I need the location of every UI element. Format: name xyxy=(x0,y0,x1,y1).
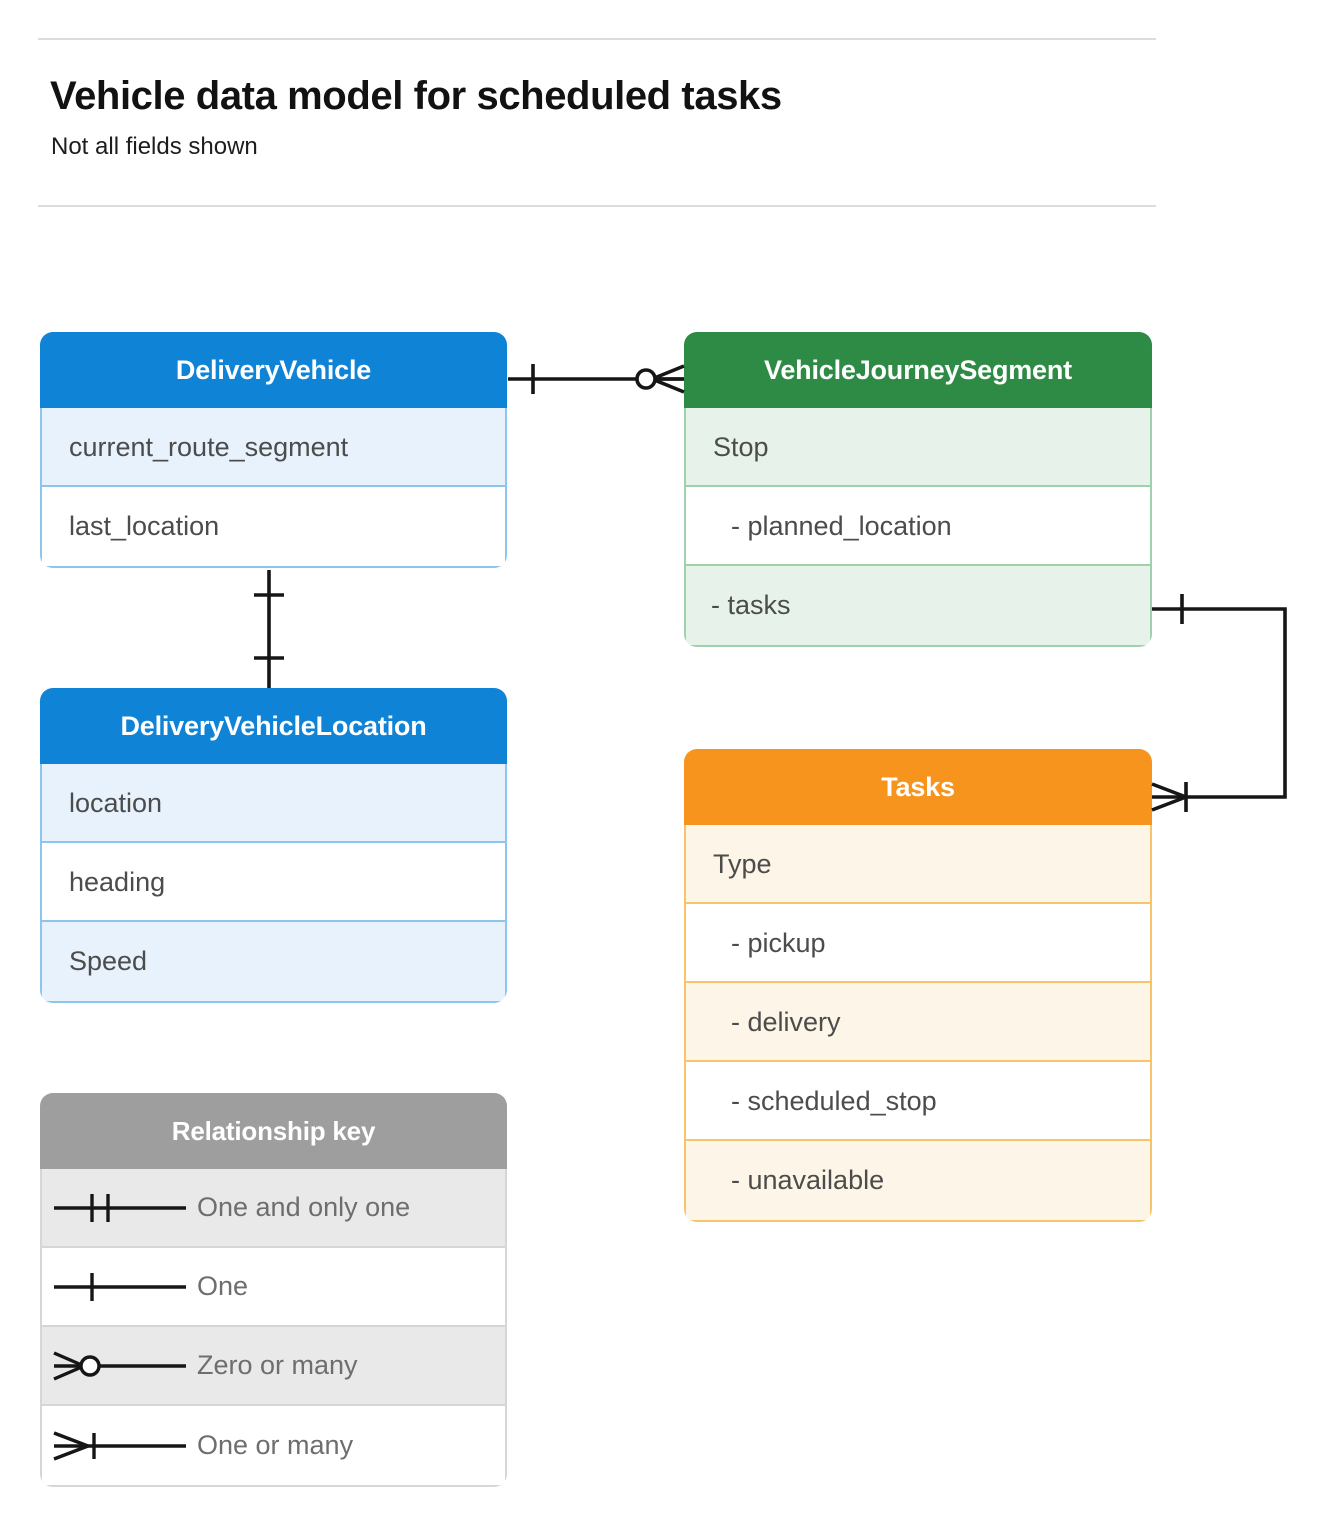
legend-item-one-or-many: One or many xyxy=(42,1406,505,1485)
legend-item-label: One or many xyxy=(197,1430,354,1460)
page-subtitle: Not all fields shown xyxy=(51,133,258,160)
entity-field-list: location heading Speed xyxy=(40,764,507,1003)
entity-field: last_location xyxy=(42,487,505,566)
header-divider-bottom xyxy=(38,205,1156,207)
entity-title: DeliveryVehicleLocation xyxy=(40,688,507,764)
legend-item-label: One xyxy=(197,1271,249,1301)
entity-field: - scheduled_stop xyxy=(686,1062,1150,1141)
entity-field: - planned_location xyxy=(686,487,1150,566)
legend-list: One and only one One xyxy=(40,1169,507,1487)
connector-segment-tasks-to-tasks xyxy=(1151,594,1287,812)
entity-field: Stop xyxy=(686,408,1150,487)
entity-field: - pickup xyxy=(686,904,1150,983)
legend-item-one-and-only-one: One and only one xyxy=(42,1169,505,1248)
one-or-many-symbol xyxy=(42,1426,197,1466)
entity-field: - unavailable xyxy=(686,1141,1150,1220)
entity-delivery-vehicle[interactable]: DeliveryVehicle current_route_segment la… xyxy=(40,332,507,568)
legend-item-label: One and only one xyxy=(197,1192,411,1222)
legend-item-one: One xyxy=(42,1248,505,1327)
legend-title: Relationship key xyxy=(40,1093,507,1169)
legend-item-zero-or-many: Zero or many xyxy=(42,1327,505,1406)
entity-field: Speed xyxy=(42,922,505,1001)
relationship-key-legend[interactable]: Relationship key One and only one xyxy=(40,1093,507,1487)
connector-vehicle-to-segment xyxy=(508,364,685,394)
entity-field: Type xyxy=(686,825,1150,904)
connector-vehicle-to-location xyxy=(254,570,284,688)
entity-vehicle-journey-segment[interactable]: VehicleJourneySegment Stop - planned_loc… xyxy=(684,332,1152,647)
entity-delivery-vehicle-location[interactable]: DeliveryVehicleLocation location heading… xyxy=(40,688,507,1003)
legend-item-label: Zero or many xyxy=(197,1350,358,1380)
entity-field: location xyxy=(42,764,505,843)
entity-field-list: Type - pickup - delivery - scheduled_sto… xyxy=(684,825,1152,1222)
entity-field: - tasks xyxy=(686,566,1150,645)
entity-field-list: Stop - planned_location - tasks xyxy=(684,408,1152,647)
one-symbol xyxy=(42,1267,197,1307)
entity-title: DeliveryVehicle xyxy=(40,332,507,408)
header-divider-top xyxy=(38,38,1156,40)
entity-field: current_route_segment xyxy=(42,408,505,487)
entity-field: - delivery xyxy=(686,983,1150,1062)
entity-title: VehicleJourneySegment xyxy=(684,332,1152,408)
zero-or-many-symbol xyxy=(42,1346,197,1386)
page-title: Vehicle data model for scheduled tasks xyxy=(50,74,782,118)
entity-field: heading xyxy=(42,843,505,922)
entity-field-list: current_route_segment last_location xyxy=(40,408,507,568)
one-and-only-one-symbol xyxy=(42,1188,197,1228)
entity-title: Tasks xyxy=(684,749,1152,825)
entity-tasks[interactable]: Tasks Type - pickup - delivery - schedul… xyxy=(684,749,1152,1222)
